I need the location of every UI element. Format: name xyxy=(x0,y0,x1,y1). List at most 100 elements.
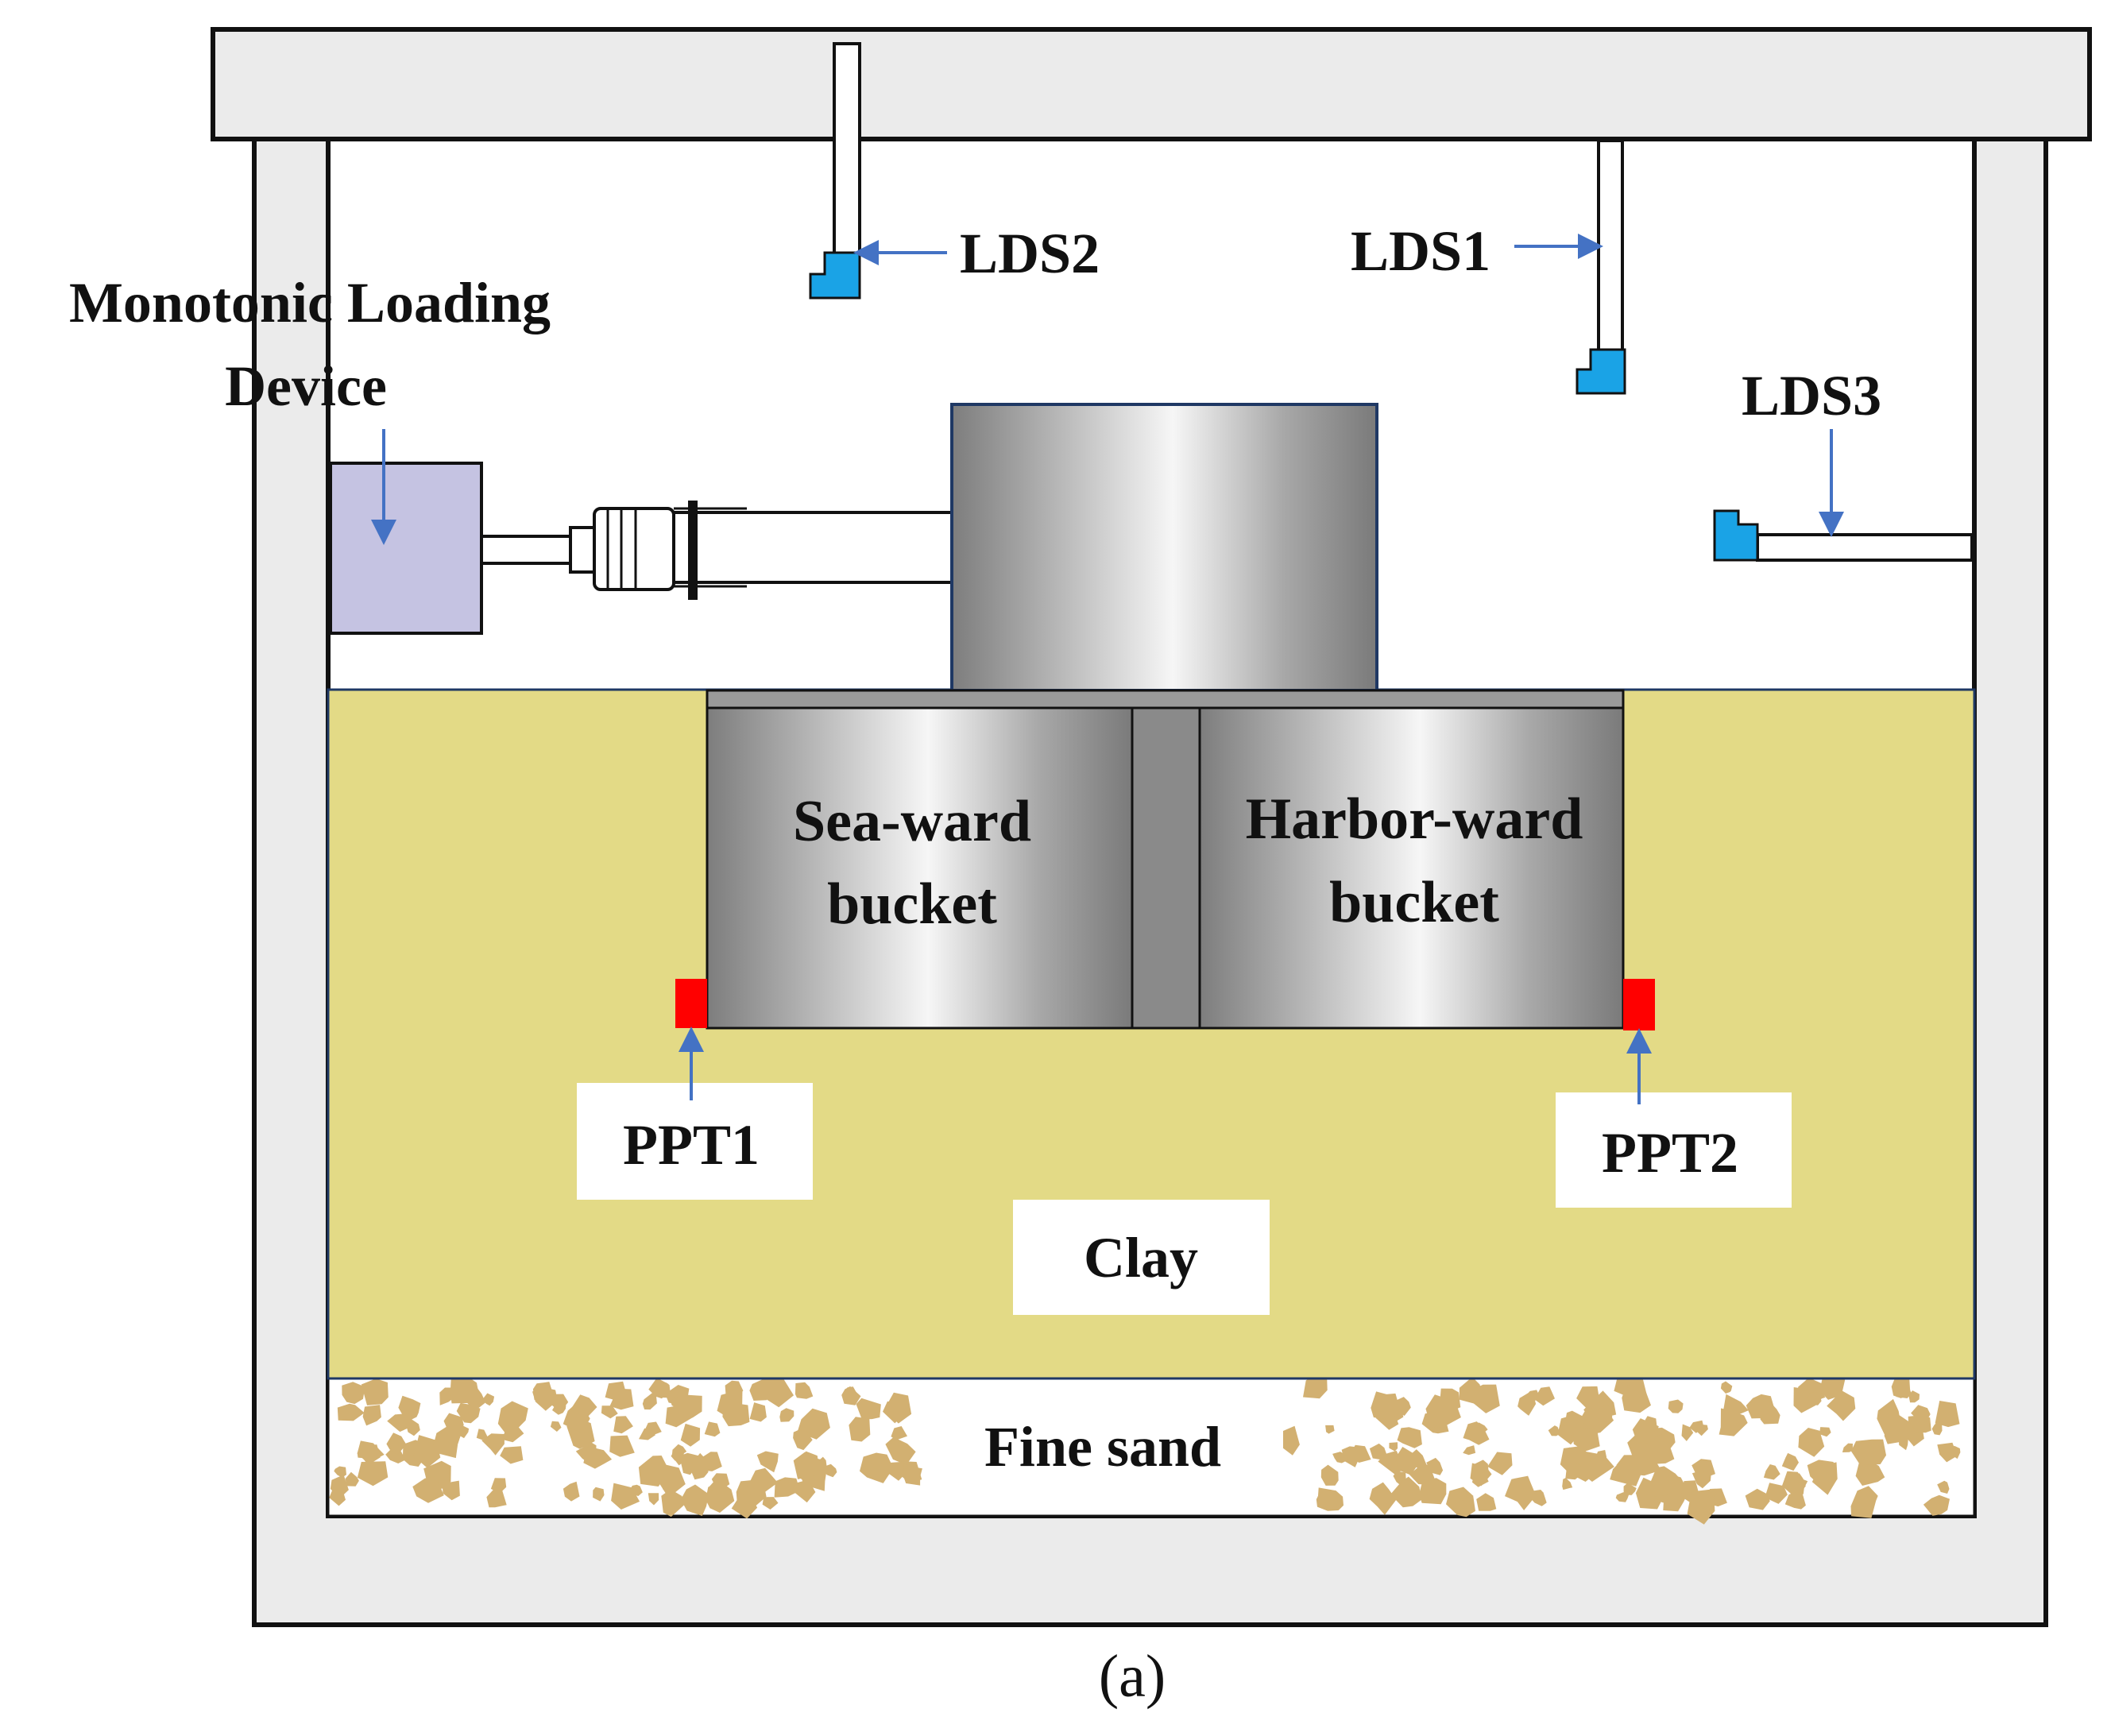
sand-grain xyxy=(1562,1478,1573,1490)
sand-grain xyxy=(774,1477,800,1498)
sand-grain xyxy=(644,1421,662,1437)
sand-grain xyxy=(1784,1490,1806,1510)
sand-grain xyxy=(613,1416,633,1434)
sand-grain xyxy=(642,1393,657,1410)
sand-grain xyxy=(1369,1443,1388,1460)
figure-caption: (a) xyxy=(1099,1643,1166,1710)
sand-grain xyxy=(1719,1408,1748,1436)
sand-grain xyxy=(1855,1460,1885,1486)
sand-grain xyxy=(1341,1446,1360,1467)
sand-grain xyxy=(550,1421,562,1432)
sand-grain xyxy=(1616,1455,1640,1475)
sand-grain xyxy=(583,1446,613,1469)
sand-grain xyxy=(345,1471,359,1487)
sand-grain xyxy=(1908,1390,1920,1403)
sand-grain xyxy=(1720,1381,1733,1394)
loading-piston-head xyxy=(593,507,675,591)
monotonic-loading-device xyxy=(329,462,953,635)
container-lid-beam xyxy=(211,27,2092,141)
sand-grain xyxy=(1565,1462,1582,1480)
sand-grain xyxy=(500,1446,524,1464)
sand-grain xyxy=(563,1481,580,1502)
sand-grain xyxy=(823,1463,837,1478)
clay-label-box xyxy=(1013,1200,1270,1315)
sand-grain xyxy=(791,1479,816,1503)
sand-grain xyxy=(1745,1488,1770,1510)
sand-grain xyxy=(841,1386,861,1405)
sand-grain xyxy=(1891,1377,1911,1398)
sand-grain xyxy=(1531,1490,1547,1506)
sand-grain xyxy=(609,1435,635,1457)
sand-grain xyxy=(1746,1394,1775,1419)
sand-grain xyxy=(1534,1386,1555,1406)
seaward-bucket-label-line2: bucket xyxy=(827,872,997,937)
sand-grain xyxy=(611,1483,640,1510)
sand-grain xyxy=(1668,1399,1684,1413)
sand-grain xyxy=(342,1382,365,1405)
harborward-bucket-label-line2: bucket xyxy=(1329,870,1499,935)
sand-grain xyxy=(334,1466,346,1478)
sand-grain xyxy=(793,1426,813,1451)
harborward-bucket-label-line1: Harbor-ward xyxy=(1246,787,1583,852)
sand-grain xyxy=(1616,1378,1629,1394)
sand-grain xyxy=(704,1421,721,1437)
sand-grain xyxy=(1642,1416,1657,1433)
sand-grain xyxy=(1457,1490,1467,1502)
sand-grain xyxy=(1811,1462,1838,1495)
sand-grain xyxy=(671,1444,687,1456)
sand-grain xyxy=(1389,1442,1398,1452)
sand-grain xyxy=(779,1408,795,1422)
bucket-top-plate xyxy=(706,689,1625,709)
loading-device-label-line1: Monotonic Loading xyxy=(69,271,551,334)
sand-grain xyxy=(1842,1443,1853,1452)
annotation-arrows xyxy=(371,234,1844,1104)
sand-grain xyxy=(337,1403,365,1421)
sand-grain xyxy=(486,1487,507,1508)
sand-grain xyxy=(1692,1471,1711,1489)
ppt1-label: PPT1 xyxy=(623,1113,760,1177)
seaward-bucket-label-line1: Sea-ward xyxy=(793,789,1031,854)
loading-device-box xyxy=(329,462,483,635)
sand-grain xyxy=(593,1487,605,1502)
sand-grain xyxy=(1471,1471,1489,1487)
bucket-divider-wall xyxy=(1131,706,1201,1030)
sand-grain xyxy=(903,1467,922,1486)
sand-grain xyxy=(1303,1373,1328,1399)
sand-grain xyxy=(1425,1394,1461,1428)
lds3-assembly xyxy=(1713,509,1974,562)
sand-grain xyxy=(1548,1425,1560,1436)
sand-grain xyxy=(330,1475,349,1498)
sand-grain xyxy=(1487,1452,1513,1475)
loading-rod-coupler xyxy=(569,526,597,574)
sand-grain xyxy=(1476,1493,1497,1511)
sand-grain xyxy=(1661,1474,1688,1501)
sand-grain xyxy=(385,1448,406,1463)
lds1-sensor-icon xyxy=(1576,348,1626,395)
sand-grain xyxy=(386,1432,407,1455)
lds3-label: LDS3 xyxy=(1742,364,1881,427)
sand-grain xyxy=(1615,1492,1630,1502)
sand-grain xyxy=(1446,1487,1475,1518)
sand-grain xyxy=(357,1440,385,1463)
sand-grain xyxy=(1320,1464,1339,1486)
fine-sand-layer xyxy=(327,1370,1976,1525)
sand-grain xyxy=(406,1418,420,1436)
sand-grain xyxy=(795,1382,814,1399)
loading-cap-block xyxy=(950,403,1378,692)
sand-grain xyxy=(413,1435,441,1468)
sand-grain xyxy=(1419,1478,1447,1505)
sand-grain xyxy=(1931,1421,1943,1436)
sand-grain xyxy=(1819,1373,1846,1400)
sand-grain xyxy=(387,1413,411,1432)
harborward-bucket xyxy=(1198,706,1625,1030)
sand-grain xyxy=(563,1402,590,1433)
sand-grain xyxy=(456,1402,481,1424)
sand-grain xyxy=(680,1484,709,1516)
sand-grain xyxy=(1572,1426,1600,1452)
sand-grain xyxy=(747,1467,778,1498)
sand-grain xyxy=(672,1394,702,1418)
lds1-assembly xyxy=(1576,139,1626,395)
sand-grain xyxy=(849,1417,871,1442)
sand-grain xyxy=(1877,1398,1900,1436)
ppt1-sensor-icon xyxy=(675,979,707,1028)
